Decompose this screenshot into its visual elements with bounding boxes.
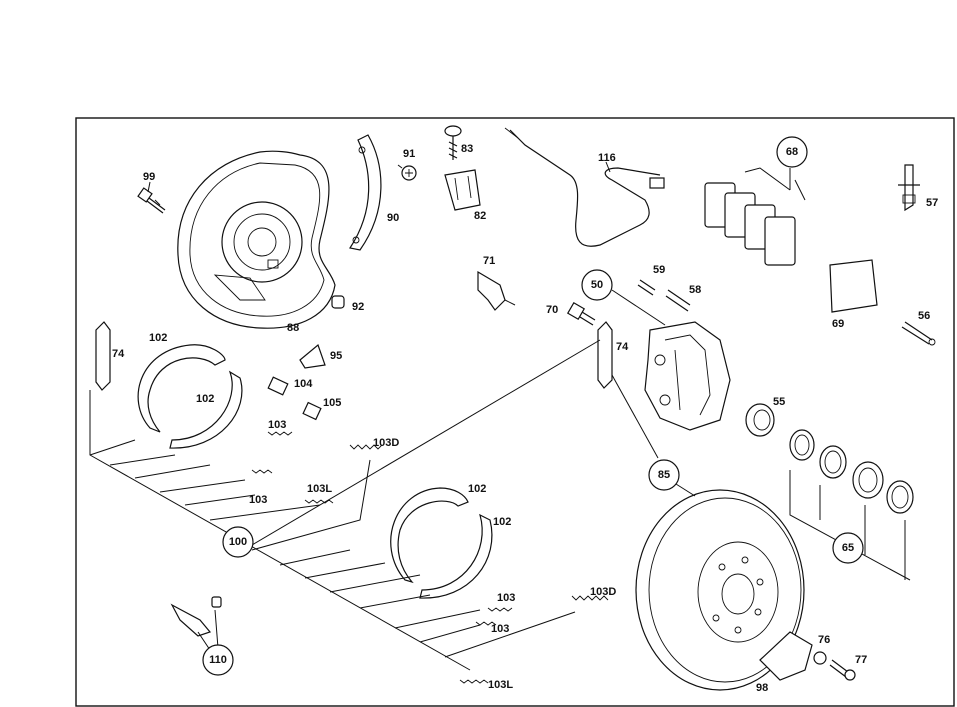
label-103-b: 103: [249, 494, 267, 506]
label-102-c: 102: [468, 483, 486, 495]
label-102-d: 102: [493, 516, 511, 528]
bracket-57: [898, 164, 920, 212]
label-88: 88: [287, 322, 299, 334]
label-105: 105: [323, 397, 341, 409]
label-103-c: 103: [497, 592, 515, 604]
shim-69: [829, 259, 878, 313]
label-103L-a: 103L: [307, 483, 332, 495]
bolt-70: [566, 301, 596, 326]
brake-line-116: [504, 127, 665, 247]
seal-kit-65: [789, 429, 914, 581]
label-104: 104: [294, 378, 313, 390]
label-56: 56: [918, 310, 930, 322]
label-69: 69: [832, 318, 844, 330]
label-103L-b: 103L: [488, 679, 513, 691]
bolt-77: [829, 659, 856, 681]
diagram-frame: [75, 117, 955, 707]
plate-74-right: [597, 321, 613, 389]
bushing-92: [331, 295, 345, 309]
label-91: 91: [403, 148, 415, 160]
screw-91: [397, 164, 417, 181]
brake-disc-85: [635, 489, 805, 691]
label-103D-b: 103D: [590, 586, 616, 598]
label-92: 92: [352, 301, 364, 313]
leaders-misc: [154, 199, 696, 497]
washer-76: [813, 651, 827, 665]
pin-56: [901, 321, 936, 346]
piston-55: [745, 403, 775, 437]
label-50: 50: [591, 279, 603, 291]
label-103D-a: 103D: [373, 437, 399, 449]
plate-74-left: [95, 321, 111, 391]
brake-pads-68: [704, 167, 806, 266]
leaders-100: [89, 339, 601, 671]
label-103-d: 103: [491, 623, 509, 635]
springs-lower: [459, 595, 609, 684]
shoes-102-lower: [390, 487, 493, 599]
bolt-99: [137, 181, 166, 214]
label-76: 76: [818, 634, 830, 646]
caliper-50: [644, 321, 731, 431]
label-68: 68: [786, 146, 798, 158]
parts-95-104-105: [267, 343, 326, 421]
parts-110: [170, 596, 222, 651]
label-100: 100: [229, 536, 247, 548]
backing-plate: [177, 150, 336, 329]
callout-85: 85: [648, 459, 680, 491]
label-70: 70: [546, 304, 558, 316]
label-99: 99: [143, 171, 155, 183]
callout-110: 110: [202, 644, 234, 676]
parts-59-58: [637, 279, 691, 312]
label-85: 85: [658, 469, 670, 481]
label-57: 57: [926, 197, 938, 209]
label-102-a: 102: [149, 332, 167, 344]
label-103-a: 103: [268, 419, 286, 431]
label-55: 55: [773, 396, 785, 408]
callout-50: 50: [581, 269, 613, 301]
label-110: 110: [209, 654, 227, 666]
shoes-102-upper: [137, 344, 243, 449]
label-77: 77: [855, 654, 867, 666]
label-58: 58: [689, 284, 701, 296]
label-59: 59: [653, 264, 665, 276]
bracket-71: [477, 270, 516, 311]
shield-90: [349, 134, 382, 251]
label-74-right: 74: [616, 341, 629, 353]
label-71: 71: [483, 255, 495, 267]
callout-100: 100: [222, 526, 254, 558]
callout-65: 65: [832, 532, 864, 564]
label-65: 65: [842, 542, 854, 554]
bracket-98: [759, 631, 813, 681]
label-83: 83: [461, 143, 473, 155]
clip-82: [444, 169, 481, 211]
label-82: 82: [474, 210, 486, 222]
label-74-left: 74: [112, 348, 125, 360]
label-116: 116: [598, 152, 616, 164]
callout-68: 68: [776, 136, 808, 168]
label-102-b: 102: [196, 393, 214, 405]
label-98: 98: [756, 682, 768, 694]
screw-83: [444, 125, 462, 160]
label-95: 95: [330, 350, 342, 362]
label-90: 90: [387, 212, 399, 224]
